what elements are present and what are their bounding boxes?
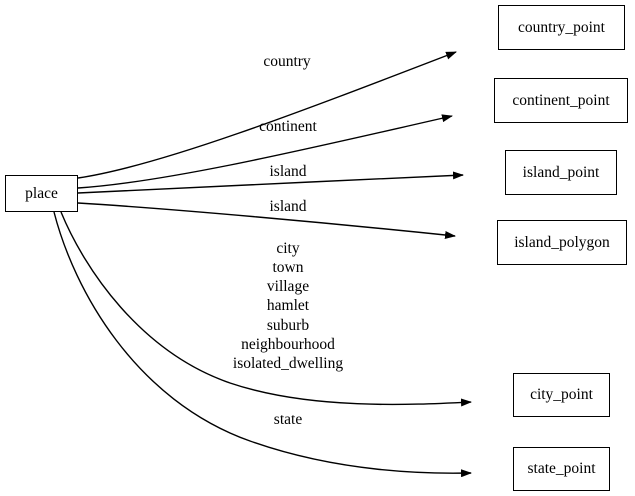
edge-label-line: village — [266, 278, 310, 296]
edge-path-state — [53, 211, 472, 478]
node-label: island_point — [522, 163, 600, 181]
edge-place-country_point[interactable] — [77, 51, 457, 179]
edge-path-country — [77, 51, 457, 179]
node-continent-point[interactable]: continent_point — [494, 78, 628, 123]
edge-label-line: island — [269, 163, 307, 181]
node-island-point[interactable]: island_point — [505, 150, 617, 195]
edge-label-line: country — [263, 53, 311, 71]
node-label: state_point — [527, 460, 596, 478]
node-island-polygon[interactable]: island_polygon — [497, 220, 627, 265]
edge-label-line: state — [273, 411, 303, 429]
edge-place-island_polygon[interactable] — [77, 202, 456, 239]
edge-label-line: city — [276, 239, 300, 257]
node-label: country_point — [518, 18, 605, 36]
edge-label-line: continent — [259, 118, 317, 136]
node-label: place — [25, 184, 58, 202]
edge-path-island-point — [77, 171, 464, 194]
edge-path-island-polygon — [77, 202, 456, 239]
edge-label-state: state — [274, 412, 302, 428]
edge-label-continent: continent — [259, 119, 317, 135]
edge-place-city_point[interactable] — [60, 211, 472, 407]
edge-path-continent — [77, 114, 453, 189]
edge-label-line: isolated_dwelling — [232, 355, 344, 373]
node-city-point[interactable]: city_point — [513, 373, 610, 417]
edge-label-island-polygon: island — [269, 199, 306, 215]
edge-label-line: hamlet — [266, 297, 310, 315]
edge-place-continent_point[interactable] — [77, 114, 453, 189]
node-country-point[interactable]: country_point — [498, 5, 625, 50]
edge-label-line: island — [269, 198, 307, 216]
node-label: city_point — [530, 386, 593, 404]
node-label: island_polygon — [514, 233, 610, 251]
edge-label-line: neighbourhood — [241, 335, 335, 353]
edge-place-state_point[interactable] — [53, 211, 472, 478]
node-label: continent_point — [512, 91, 610, 109]
edge-label-line: suburb — [266, 316, 310, 334]
node-place[interactable]: place — [5, 175, 78, 212]
edge-label-country: country — [263, 54, 310, 70]
edge-place-island_point[interactable] — [77, 171, 464, 194]
node-state-point[interactable]: state_point — [513, 447, 610, 491]
edge-label-island-point: island — [269, 164, 306, 180]
edge-label-line: town — [272, 258, 304, 276]
edge-path-city — [60, 211, 472, 407]
